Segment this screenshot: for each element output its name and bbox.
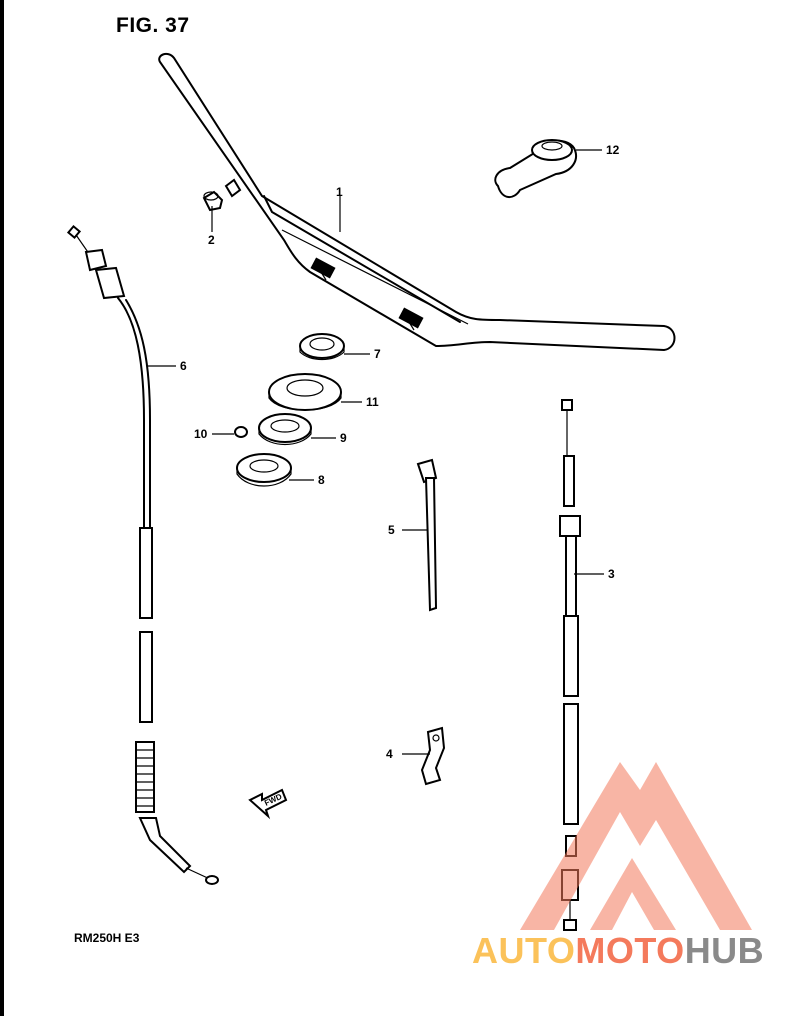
watermark-moto: MOTO: [575, 930, 685, 971]
cable-6-drawing: [66, 224, 219, 885]
callout-1: 1: [336, 185, 343, 199]
throttle-housing-drawing: [494, 139, 577, 198]
watermark-auto: AUTO: [472, 930, 576, 971]
callout-12: 12: [606, 143, 620, 157]
cushion-9-drawing: [258, 413, 312, 445]
handlebar-drawing: [158, 52, 676, 352]
model-code-label: RM250H E3: [74, 931, 140, 945]
callout-7: 7: [374, 347, 381, 361]
callout-5: 5: [388, 523, 395, 537]
callout-8: 8: [318, 473, 325, 487]
watermark-hub: HUB: [684, 930, 765, 971]
nut-7-drawing: [299, 333, 345, 361]
rubber-11-drawing: [268, 373, 342, 411]
triangle-logo-icon: [520, 762, 752, 930]
callout-2: 2: [208, 233, 215, 247]
cable-3-drawing: [559, 399, 581, 931]
figure-title: FIG. 37: [116, 14, 190, 37]
callout-11: 11: [366, 395, 379, 409]
watermark-text: AUTOMOTOHUB: [472, 930, 764, 972]
callout-6: 6: [180, 359, 187, 373]
washer-8-drawing: [236, 453, 292, 487]
ball-10-drawing: [234, 426, 248, 438]
fwd-arrow-icon: FWD: [248, 788, 288, 820]
callout-4: 4: [386, 747, 393, 761]
clamp-drawing: [420, 726, 446, 786]
callout-9: 9: [340, 431, 347, 445]
band-strap-drawing: [416, 458, 438, 612]
callout-3: 3: [608, 567, 615, 581]
callout-10: 10: [194, 427, 208, 441]
plug-cap-drawing: [202, 190, 224, 212]
leader-lines: [148, 149, 604, 755]
